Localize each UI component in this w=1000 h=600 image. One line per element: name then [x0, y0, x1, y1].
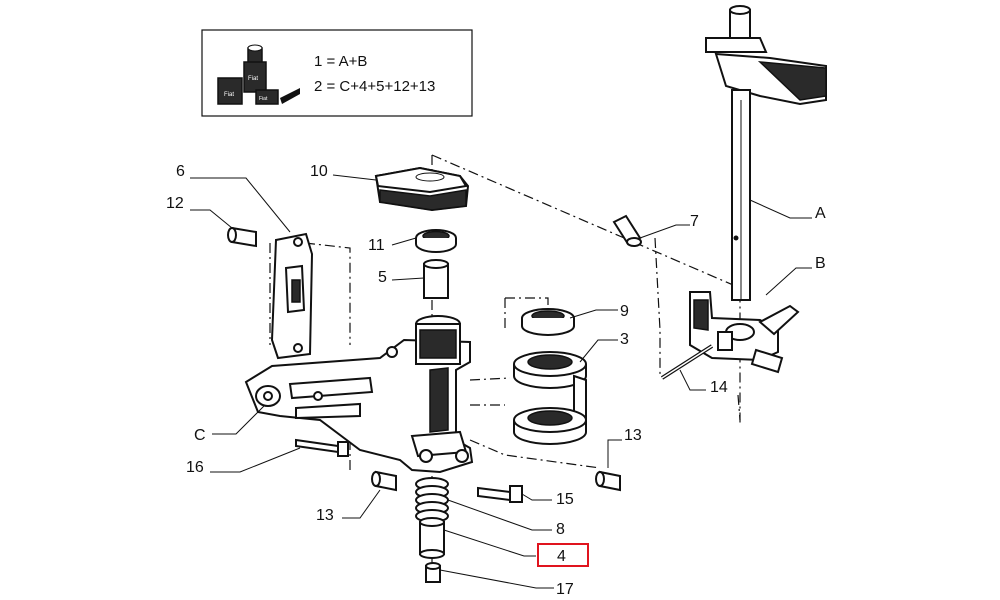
bushing-parts [513, 308, 587, 445]
callout-5: 5 [378, 269, 387, 286]
legend-line-1: 1 = A+B [314, 53, 367, 70]
spring-sleeve-plug [415, 477, 449, 583]
callout-8: 8 [556, 521, 565, 538]
callout-12: 12 [166, 195, 184, 212]
pack-label-1: Fiat [224, 92, 234, 98]
main-housing [244, 315, 474, 474]
small-fasteners [295, 438, 621, 503]
plate-part [270, 232, 314, 360]
callout-10: 10 [310, 163, 328, 180]
pack-label-2: Fiat [248, 76, 258, 82]
callout-11: 11 [368, 237, 385, 254]
shaft-assembly [612, 5, 827, 380]
parts-pack-icon: Fiat Fiat Fiat [217, 44, 300, 105]
callout-16: 16 [186, 459, 204, 476]
callout-labels: 6 12 10 11 5 9 3 7 A B 14 C 16 13 15 13 … [166, 163, 826, 598]
pin-part-12 [227, 226, 257, 248]
leader-lines [190, 174, 812, 589]
callout-15: 15 [556, 491, 574, 508]
highlight-box-4[interactable] [537, 543, 589, 567]
callout-4: 4 [557, 548, 566, 565]
callout-B: B [815, 255, 826, 272]
callout-3: 3 [620, 331, 629, 348]
callout-9: 9 [620, 303, 629, 320]
callout-7: 7 [690, 213, 699, 230]
callout-13-right: 13 [624, 427, 642, 444]
callout-A: A [815, 205, 826, 222]
callout-6: 6 [176, 163, 185, 180]
callout-13-left: 13 [316, 507, 334, 524]
legend-box: Fiat Fiat Fiat 1 = A+B 2 = C+4+5+12+13 [201, 29, 473, 117]
upper-stack-parts [374, 166, 470, 299]
callout-17: 17 [556, 581, 574, 598]
pack-label-3: Fiat [259, 96, 268, 102]
callout-C: C [194, 427, 206, 444]
callout-14: 14 [710, 379, 728, 396]
legend-line-2: 2 = C+4+5+12+13 [314, 78, 435, 95]
